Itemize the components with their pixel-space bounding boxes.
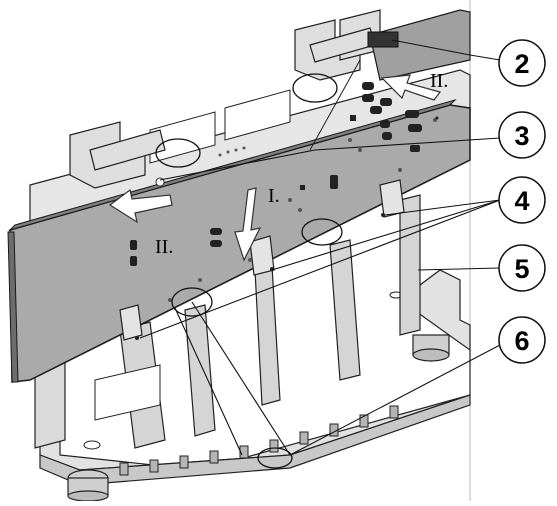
- callout-label-5: 5: [514, 254, 529, 284]
- callout-label-4: 4: [514, 186, 529, 216]
- foot-left-bottom: [67, 490, 109, 502]
- callout-label-6: 6: [514, 326, 529, 356]
- leader-5: [417, 267, 501, 271]
- front-clips: [119, 179, 405, 341]
- leader-3b: [159, 149, 316, 181]
- clip-pin-3: [381, 213, 385, 217]
- arrow-step-2-right: [380, 74, 442, 101]
- upright-5: [399, 194, 421, 336]
- step-label-two-right: II.: [430, 70, 448, 92]
- leader-6b: [191, 301, 291, 456]
- upright-2: [184, 304, 216, 437]
- callout-circle-3: [498, 111, 546, 159]
- board-trace: [309, 59, 361, 151]
- leader-lines: [139, 39, 501, 456]
- highlight-ellipses: [155, 73, 343, 469]
- holder-frame: [29, 9, 471, 502]
- arrow-step-2-left: [108, 188, 173, 224]
- callout-circle-2: [498, 39, 546, 87]
- board-dots: [155, 118, 437, 302]
- board-connector: [367, 31, 399, 48]
- leader-2: [391, 39, 501, 61]
- leader-3: [314, 137, 501, 151]
- leader-4b: [271, 199, 501, 271]
- callout-label-2: 2: [514, 49, 529, 79]
- callout-circle-4: [498, 176, 546, 224]
- step-label-two-left: II.: [155, 236, 173, 258]
- leader-6c: [174, 307, 243, 456]
- base-hole-left: [83, 440, 101, 450]
- board-components: [130, 82, 422, 266]
- clip-pin-1: [135, 336, 139, 340]
- upright-4: [329, 239, 361, 381]
- board-left-edge: [7, 231, 19, 383]
- lower-window: [94, 364, 161, 421]
- callout-label-3: 3: [514, 121, 529, 151]
- leader-6: [289, 344, 501, 456]
- callout-circles: 2 3 4 5 6: [498, 39, 546, 364]
- base-teeth: [119, 405, 399, 476]
- arrow-step-1: [234, 187, 262, 262]
- callout-circle-5: [498, 244, 546, 292]
- foot-right-bottom: [412, 348, 450, 362]
- step-label-one: I.: [268, 185, 280, 207]
- assembly-arrows: [108, 74, 442, 262]
- upright-3: [254, 265, 281, 406]
- dot-marker: [435, 116, 439, 120]
- callout-circle-6: [498, 316, 546, 364]
- leader-4a: [384, 199, 501, 216]
- back-wall-windows: [149, 89, 291, 164]
